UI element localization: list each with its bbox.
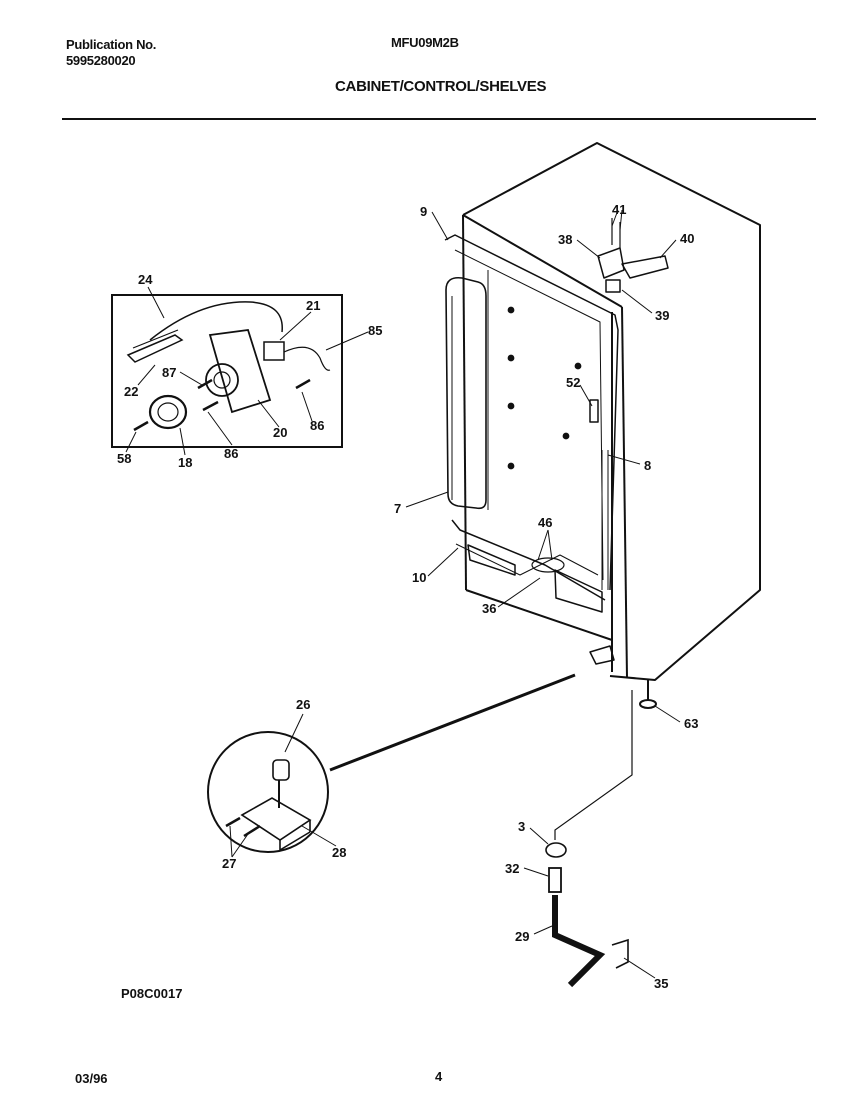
callout-46: 46 xyxy=(538,515,552,530)
callout-21: 21 xyxy=(306,298,320,313)
callout-8: 8 xyxy=(644,458,651,473)
callout-58: 58 xyxy=(117,451,131,466)
callout-22: 22 xyxy=(124,384,138,399)
control-assembly-inset xyxy=(111,294,343,448)
callout-26: 26 xyxy=(296,697,310,712)
callout-29: 29 xyxy=(515,929,529,944)
leader-lines xyxy=(125,209,681,979)
callout-86-a: 86 xyxy=(310,418,324,433)
callout-27: 27 xyxy=(222,856,236,871)
header-rule xyxy=(62,118,816,120)
cabinet xyxy=(444,142,761,709)
page-number: 4 xyxy=(435,1069,443,1084)
callout-36: 36 xyxy=(482,601,496,616)
callout-86-b: 86 xyxy=(224,446,238,461)
callout-3: 3 xyxy=(518,819,525,834)
publication-label: Publication No. xyxy=(66,37,157,52)
figure-code: P08C0017 xyxy=(121,986,183,1001)
callout-63: 63 xyxy=(684,716,698,731)
callout-41: 41 xyxy=(612,202,626,217)
callout-7: 7 xyxy=(394,501,401,516)
callout-9: 9 xyxy=(420,204,427,219)
callout-18: 18 xyxy=(178,455,192,470)
hinge-detail xyxy=(207,673,576,853)
callout-32: 32 xyxy=(505,861,519,876)
callout-20: 20 xyxy=(273,425,287,440)
callout-labels: 9 41 38 40 39 52 8 7 10 46 36 63 24 21 8… xyxy=(117,202,698,991)
callout-52: 52 xyxy=(566,375,580,390)
callout-40: 40 xyxy=(680,231,694,246)
drain-tube-assembly xyxy=(545,690,633,988)
page-title: CABINET/CONTROL/SHELVES xyxy=(335,78,547,95)
callout-24: 24 xyxy=(138,272,153,287)
callout-39: 39 xyxy=(655,308,669,323)
callout-38: 38 xyxy=(558,232,572,247)
callout-10: 10 xyxy=(412,570,426,585)
callout-28: 28 xyxy=(332,845,346,860)
callout-87: 87 xyxy=(162,365,176,380)
footer-date: 03/96 xyxy=(75,1071,108,1086)
model-number: MFU09M2B xyxy=(391,35,459,50)
callout-85: 85 xyxy=(368,323,382,338)
publication-number: 5995280020 xyxy=(66,53,136,68)
callout-35: 35 xyxy=(654,976,668,991)
